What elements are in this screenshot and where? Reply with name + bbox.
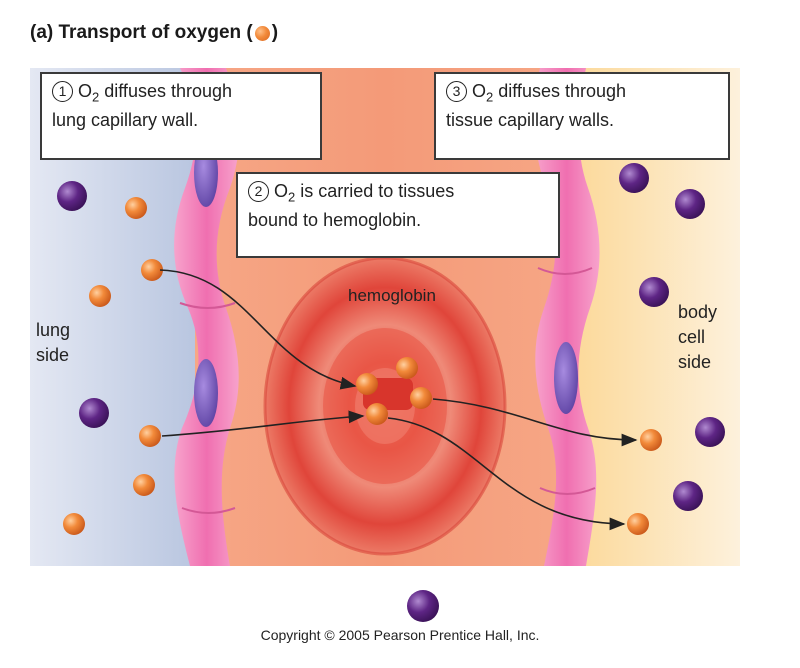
copyright-text: Copyright © 2005 Pearson Prentice Hall, … [260, 627, 540, 643]
oxygen-molecule [627, 513, 649, 535]
title-close-paren: ) [271, 22, 279, 43]
step1-line2: lung capillary wall. [52, 109, 199, 130]
step2-text-o: O [269, 181, 289, 201]
arrow-hemoglobin-to-tissue [387, 417, 626, 531]
bound-oxygen [366, 403, 388, 425]
other-molecule [695, 417, 725, 447]
oxygen-molecule [89, 285, 111, 307]
step2-subscript: 2 [288, 189, 296, 205]
oxygen-molecule [141, 259, 163, 281]
other-molecule [79, 398, 109, 428]
step3-box: 3 O2 diffuses through tissue capillary w… [434, 72, 730, 160]
other-molecule [673, 481, 703, 511]
oxygen-molecule [63, 513, 85, 535]
lung-side-label-line1: lung [36, 320, 71, 340]
step1-text-rest: diffuses through [99, 81, 233, 101]
wall-nucleus [194, 359, 218, 427]
other-molecule [675, 189, 705, 219]
arrow-lung-to-hemoglobin [159, 269, 357, 390]
wall-nucleus [554, 342, 578, 414]
oxygen-molecules [63, 197, 662, 535]
step-number-circle: 3 [446, 81, 467, 102]
oxygen-molecule [133, 474, 155, 496]
body-side-label-line3: side [678, 352, 712, 372]
other-molecule-legend-icon [407, 590, 439, 622]
oxygen-molecule [640, 429, 662, 451]
step3-text-rest: diffuses through [493, 81, 627, 101]
bound-oxygen [356, 373, 378, 395]
body-cell-side-label: body cell side [678, 300, 717, 375]
bound-oxygen [396, 357, 418, 379]
lung-side-label-line2: side [36, 345, 70, 365]
step1-line1: 1 O2 diffuses through [52, 80, 310, 109]
step3-line1: 3 O2 diffuses through [446, 80, 718, 109]
figure-title: (a) Transport of oxygen ( ) [30, 22, 278, 44]
arrow-hemoglobin-to-tissue [432, 398, 638, 447]
oxygen-molecule [125, 197, 147, 219]
arrow-lung-to-hemoglobin [161, 410, 365, 437]
step-number-circle: 2 [248, 181, 269, 202]
lung-side-label: lung side [36, 318, 70, 368]
body-side-label-line2: cell [678, 327, 706, 347]
oxygen-molecule [139, 425, 161, 447]
step1-subscript: 2 [92, 89, 100, 105]
other-molecule [619, 163, 649, 193]
title-text: (a) Transport of oxygen ( [30, 22, 253, 43]
body-side-label-line1: body [678, 302, 718, 322]
step2-box: 2 O2 is carried to tissues bound to hemo… [236, 172, 560, 258]
oxygen-legend-icon [254, 25, 270, 41]
bound-oxygen [410, 387, 432, 409]
step3-text-o: O [467, 81, 487, 101]
step1-text-o: O [73, 81, 93, 101]
step2-line2: bound to hemoglobin. [248, 209, 422, 230]
capillary-scene: 1 O2 diffuses through lung capillary wal… [30, 68, 740, 566]
other-molecule [639, 277, 669, 307]
other-molecule [57, 181, 87, 211]
step3-subscript: 2 [486, 89, 494, 105]
step2-line1: 2 O2 is carried to tissues [248, 180, 548, 209]
step2-text-rest: is carried to tissues [295, 181, 455, 201]
step3-line2: tissue capillary walls. [446, 109, 615, 130]
step1-box: 1 O2 diffuses through lung capillary wal… [40, 72, 322, 160]
step-number-circle: 1 [52, 81, 73, 102]
hemoglobin-molecule [356, 357, 432, 425]
other-molecules [57, 163, 725, 511]
diffusion-arrows [159, 269, 638, 531]
hemoglobin-label: hemoglobin [348, 286, 436, 305]
